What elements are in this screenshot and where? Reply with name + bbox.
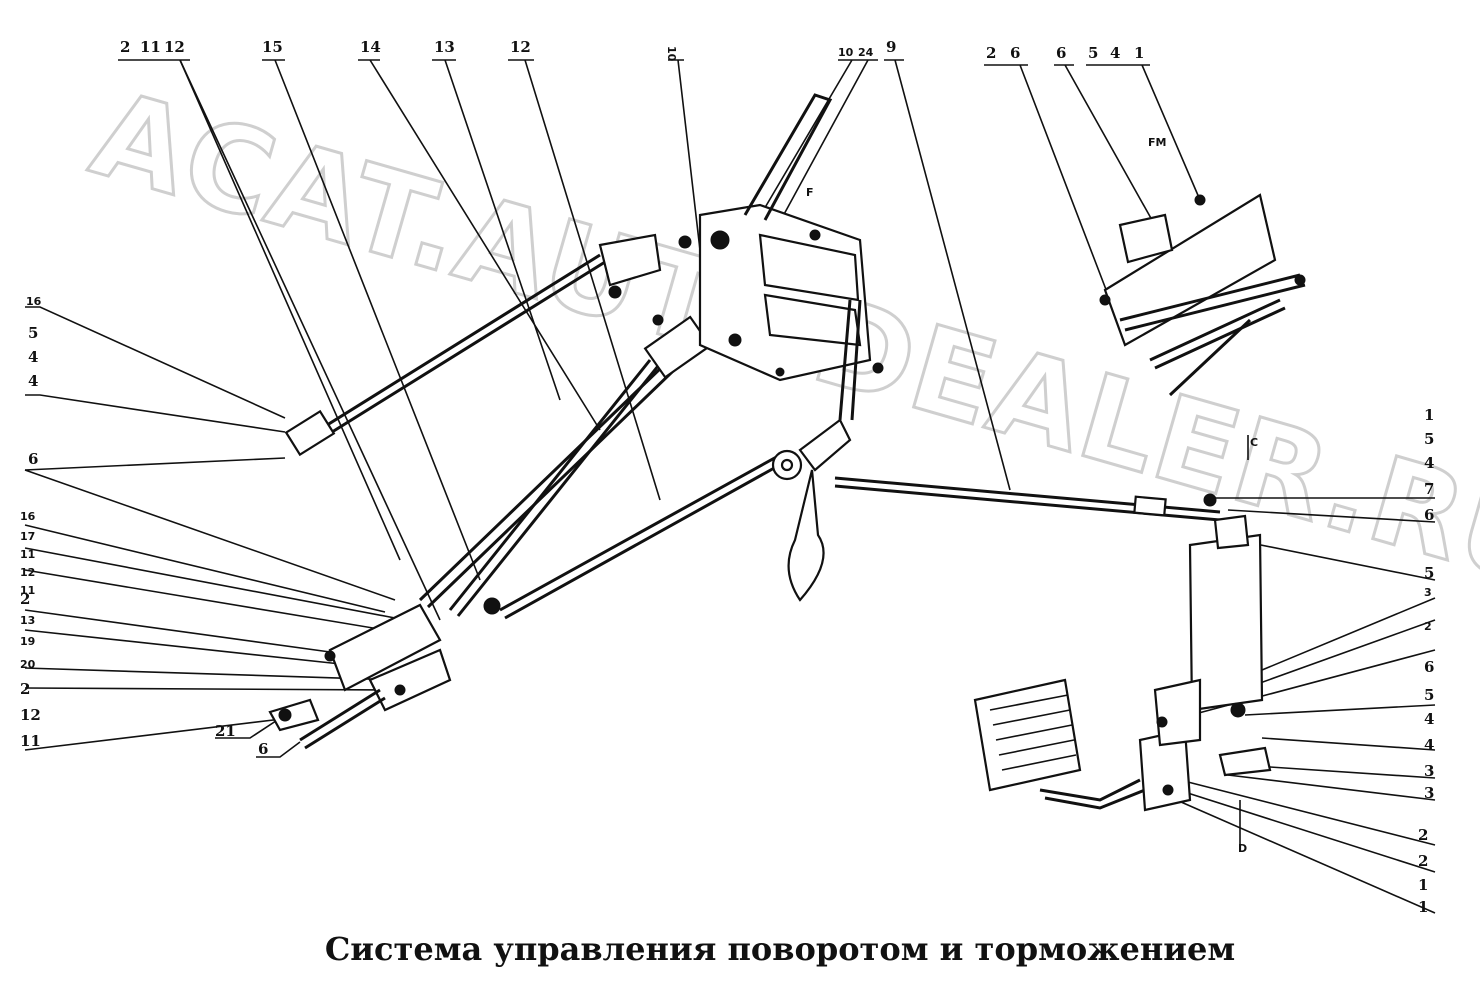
callout-top-5: 13	[434, 38, 455, 56]
diagram-caption: Система управления поворотом и торможени…	[324, 930, 1236, 968]
callout-top-6: 12	[510, 38, 531, 56]
callout-left-0: 16	[26, 295, 42, 308]
callout-small-2: C	[1250, 436, 1258, 449]
callout-top-15: 4	[1110, 44, 1120, 62]
callout-left-5: 16	[20, 510, 36, 523]
callout-top-13: 6	[1056, 44, 1066, 62]
rod-12	[499, 453, 786, 620]
callout-left-12: 19	[20, 635, 35, 648]
callout-top-8: 10	[838, 46, 854, 59]
callout-right-10: 4	[1424, 710, 1434, 728]
callout-right-13: 3	[1424, 784, 1434, 802]
callout-left-9: 11	[20, 584, 35, 597]
callout-labels: 2 11 12 15 14 13 12 10 10 24 9 2 6 6 5 4…	[20, 38, 1434, 916]
callout-left-8: 12	[20, 566, 35, 579]
callout-top-14: 5	[1088, 44, 1098, 62]
callout-left-6: 17	[20, 530, 35, 543]
callout-top-16: 1	[1134, 44, 1144, 62]
callout-left-2: 4	[28, 348, 38, 366]
callout-right-12: 3	[1424, 762, 1434, 780]
hand-lever	[787, 469, 825, 602]
callout-left-3: 4	[28, 372, 38, 390]
callout-top-2: 12	[164, 38, 185, 56]
callout-right-1: 5	[1424, 430, 1434, 448]
callout-left-18: 6	[258, 740, 268, 758]
callout-right-7: 2	[1424, 620, 1432, 633]
callout-top-1: 11	[140, 38, 161, 56]
callout-left-13: 20	[20, 658, 36, 671]
callout-right-3: 7	[1424, 480, 1434, 498]
callout-top-12: 6	[1010, 44, 1020, 62]
callout-left-11: 13	[20, 614, 35, 627]
callout-right-15: 2	[1418, 852, 1428, 870]
callout-top-3: 15	[262, 38, 283, 56]
callout-small-1: FM	[1148, 136, 1166, 149]
callout-small-0: F	[806, 186, 814, 199]
callout-left-4: 6	[28, 450, 38, 468]
callout-right-0: 1	[1424, 406, 1434, 424]
callout-right-11: 4	[1424, 736, 1434, 754]
rod-13	[448, 359, 660, 617]
callout-right-16: 1	[1418, 876, 1428, 894]
callout-left-14: 2	[20, 680, 30, 698]
callout-top-0: 2	[120, 38, 130, 56]
callout-top-10: 9	[886, 38, 896, 56]
callout-right-4: 6	[1424, 506, 1434, 524]
callout-top-11: 2	[986, 44, 996, 62]
callout-right-5: 5	[1424, 564, 1434, 582]
callout-right-2: 4	[1424, 454, 1434, 472]
callout-right-14: 2	[1418, 826, 1428, 844]
callout-left-1: 5	[28, 324, 38, 342]
callout-left-10: 2	[20, 590, 30, 608]
callout-right-6: 3	[1424, 586, 1432, 599]
callout-right-8: 6	[1424, 658, 1434, 676]
callout-right-17: 1	[1418, 898, 1428, 916]
callout-left-16: 11	[20, 732, 41, 750]
callout-small-3: D	[1238, 842, 1247, 855]
callout-top-9: 24	[858, 46, 874, 59]
callout-left-15: 12	[20, 706, 41, 724]
brake-mechanism	[1103, 193, 1277, 347]
callout-left-7: 11	[20, 548, 35, 561]
steering-column	[743, 93, 833, 221]
mechanism	[268, 93, 1306, 850]
callout-right-9: 5	[1424, 686, 1434, 704]
upper-left-rod	[294, 253, 606, 454]
callout-top-4: 14	[360, 38, 381, 56]
callout-left-17: 21	[215, 722, 236, 740]
callout-top-7: 10	[665, 46, 678, 62]
